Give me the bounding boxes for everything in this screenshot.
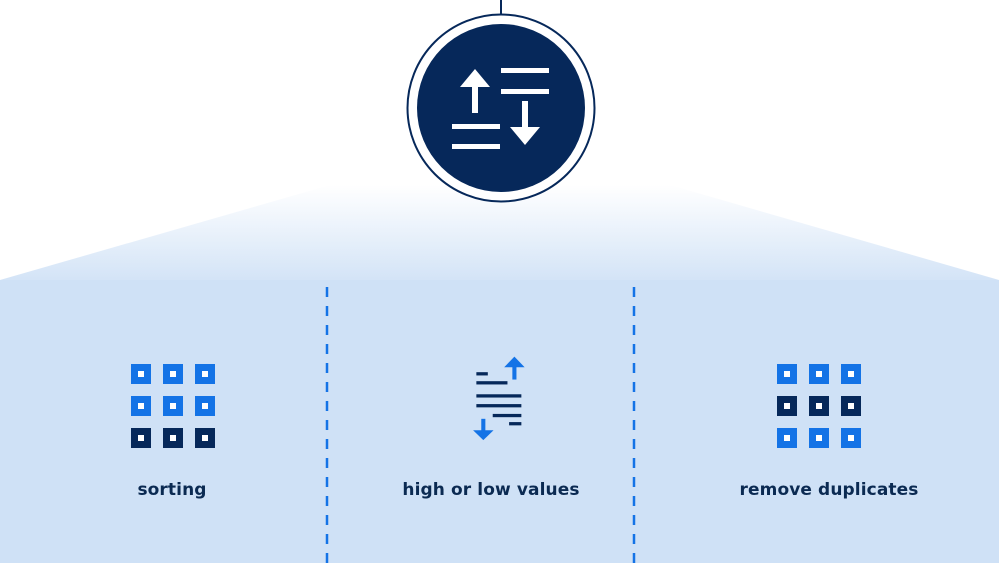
panel-area [0, 280, 999, 563]
roof-gradient [0, 185, 999, 290]
panel-label-high-low: high or low values [402, 480, 580, 500]
sort-ascending-descending-icon [406, 13, 596, 203]
grid-remove-duplicates-icon [777, 364, 861, 448]
panel-label-sorting: sorting [137, 480, 207, 500]
filter-high-low-icon [473, 356, 525, 441]
grid-sorting-icon [131, 364, 215, 448]
panel-label-remove-duplicates: remove duplicates [739, 480, 919, 500]
